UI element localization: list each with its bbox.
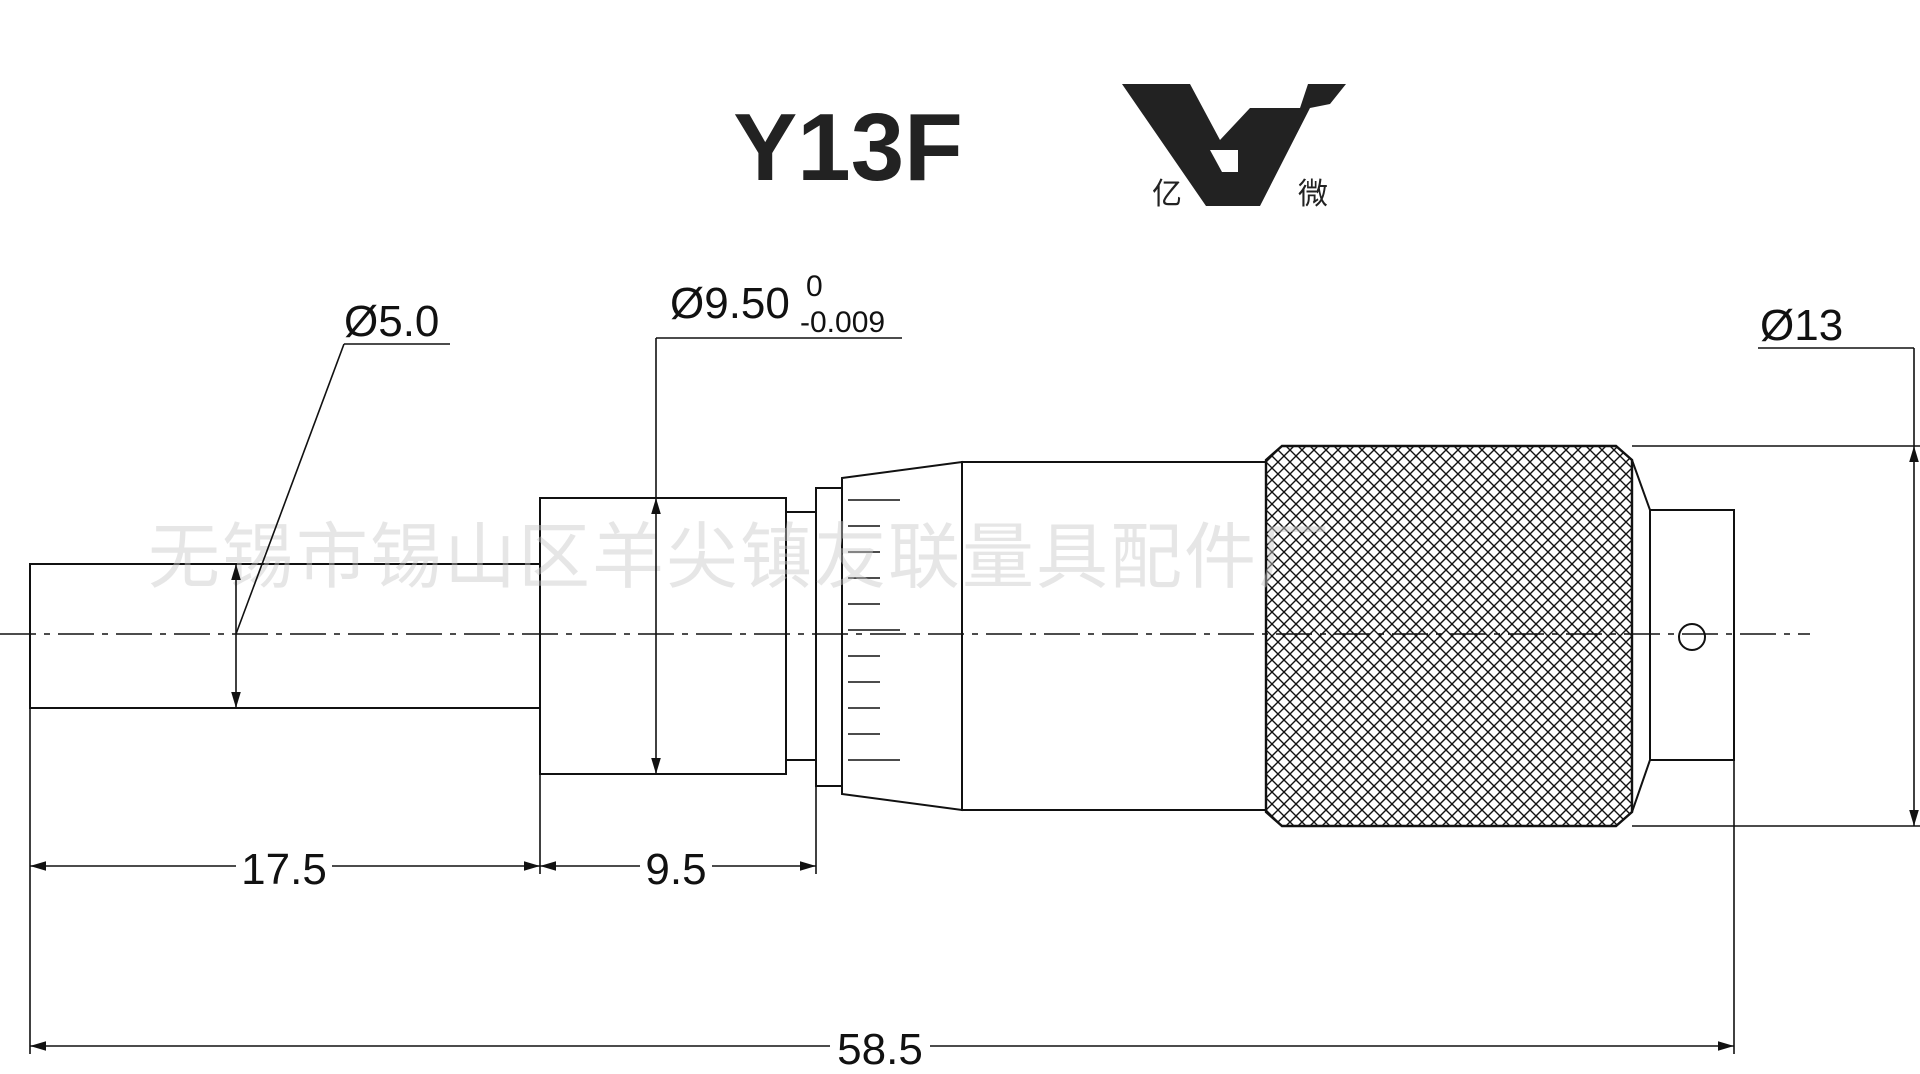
spindle-diameter-label: Ø5.0 [344,297,439,346]
brand-logo: 亿 微 [1122,84,1346,212]
sleeve-tol-lower: -0.009 [800,306,885,339]
logo-right-char: 微 [1298,177,1328,212]
sleeve-diameter-label: Ø9.50 [670,279,790,328]
total-length-label: 58.5 [837,1025,923,1074]
watermark-text: 无锡市锡山区羊尖镇友联量具配件厂 [148,515,1332,599]
knob-diameter-label: Ø13 [1760,301,1843,350]
sleeve-tol-upper: 0 [806,270,823,303]
knurled-knob [1264,444,1634,828]
ratchet-cap [1649,509,1735,761]
logo-mark [1122,84,1346,206]
sleeve-length-label: 9.5 [645,845,706,894]
model-title: Y13F [733,94,962,201]
thimble-graduations [848,499,900,761]
logo-left-char: 亿 [1152,177,1182,212]
cap-hole [1678,623,1706,651]
spindle-length-label: 17.5 [241,845,327,894]
